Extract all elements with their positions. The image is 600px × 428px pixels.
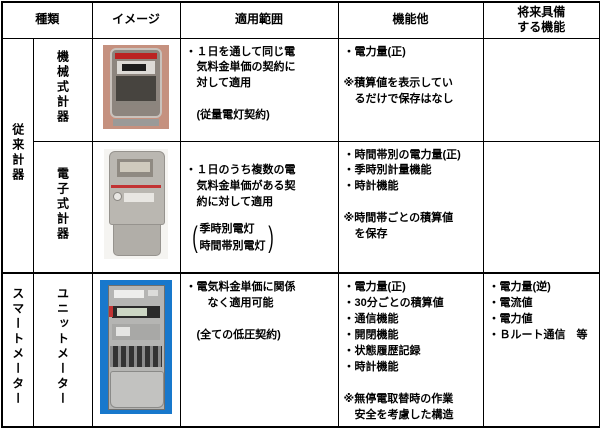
group-cell-smart: スマートメーター [1, 272, 34, 428]
meter-base [113, 119, 160, 126]
future-cell-mechanical [482, 37, 600, 142]
meter-red-mark [109, 306, 114, 318]
header-type: 種類 [1, 1, 93, 39]
meter-mechanism [116, 76, 157, 104]
lcd-display [120, 162, 151, 173]
subtype-label-unit: ユニットメーター [55, 287, 70, 408]
open-paren: ( [191, 220, 198, 254]
image-cell-smart [91, 272, 181, 428]
meter-red-stripe [111, 185, 162, 189]
future-cell-electronic [482, 140, 600, 274]
meter-counter-display [122, 64, 147, 71]
group-label-conventional: 従来計器 [10, 122, 25, 183]
header-row: 種類 イメージ 適用範囲 機能他 将来具備 する機能 [1, 1, 600, 39]
image-cell-electronic [91, 140, 181, 274]
subtype-cell-unit: ユニットメーター [32, 272, 93, 428]
meter-red-label [115, 53, 158, 59]
subtype-label-mechanical: 機械式計器 [55, 49, 70, 125]
header-functions: 機能他 [337, 1, 484, 39]
header-scope: 適用範囲 [179, 1, 339, 39]
subtype-cell-mechanical: 機械式計器 [32, 37, 93, 142]
terminal-cover [110, 371, 165, 409]
group-label-smart: スマートメーター [10, 287, 25, 408]
future-cell-smart: ・電力量(逆) ・電流値 ・電力値 ・Ｂルート通信 等 [482, 272, 600, 428]
group-cell-conventional: 従来計器 [1, 37, 34, 274]
contract-types-paren-group: ( 季時別電灯 時間帯別電灯 ) [190, 221, 336, 254]
functions-cell-mechanical: ・電力量(正) ※積算値を表示してい るだけで保存はなし [337, 37, 484, 142]
row-electronic-meter: 電子式計器 ・１日のうち複数の電 気料金単価がある契 約に対して適用 ( [2, 140, 600, 274]
functions-cell-electronic: ・時間帯別の電力量(正) ・季時別計量機能 ・時計機能 ※時間帯ごとの積算値 を… [337, 140, 484, 274]
meter-top-label [114, 290, 145, 299]
mechanical-meter-photo [103, 45, 170, 129]
meter-top-label-small [148, 290, 159, 297]
scope-cell-mechanical: ・１日を通して同じ電 気料金単価の契約に 対して適用 (従量電灯契約) [179, 37, 339, 142]
functions-cell-smart: ・電力量(正) ・30分ごとの積算値 ・通信機能 ・開閉機能 ・状態履歴記録 ・… [337, 272, 484, 428]
scope-cell-smart: ・電気料金単価に関係 なく適用可能 (全ての低圧契約) [179, 272, 339, 428]
lcd-display [117, 308, 148, 317]
row-mechanical-meter: 従来計器 機械式計器 ・１日を通して同じ電 気料金単価の契約に 対して適用 (従… [1, 37, 600, 274]
subtype-cell-electronic: 電子式計器 [32, 140, 93, 274]
contract-type-list: 季時別電灯 時間帯別電灯 [200, 221, 266, 254]
terminal-cover [113, 224, 162, 257]
meter-label [124, 193, 155, 203]
scope-text-electronic: ・１日のうち複数の電 気料金単価がある契 約に対して適用 [185, 164, 296, 209]
meter-rotor-disc [116, 101, 157, 105]
terminal-block [110, 346, 163, 368]
contract-type-seasonal: 季時別電灯 [199, 223, 255, 236]
meter-seal [113, 192, 123, 202]
smart-meter-photo [100, 280, 173, 415]
header-future: 将来具備 する機能 [482, 1, 600, 39]
row-smart-meter: スマートメーター ユニットメーター ・電気料金 [1, 272, 600, 428]
meter-mid-label [116, 327, 131, 337]
scope-cell-electronic: ・１日のうち複数の電 気料金単価がある契 約に対して適用 ( 季時別電灯 時間帯… [179, 140, 339, 274]
subtype-label-electronic: 電子式計器 [55, 166, 70, 242]
electronic-meter-photo [104, 149, 169, 260]
close-paren: ) [267, 220, 274, 254]
image-cell-mechanical [91, 37, 181, 142]
contract-type-timezone: 時間帯別電灯 [199, 239, 266, 252]
header-image: イメージ [91, 1, 181, 39]
